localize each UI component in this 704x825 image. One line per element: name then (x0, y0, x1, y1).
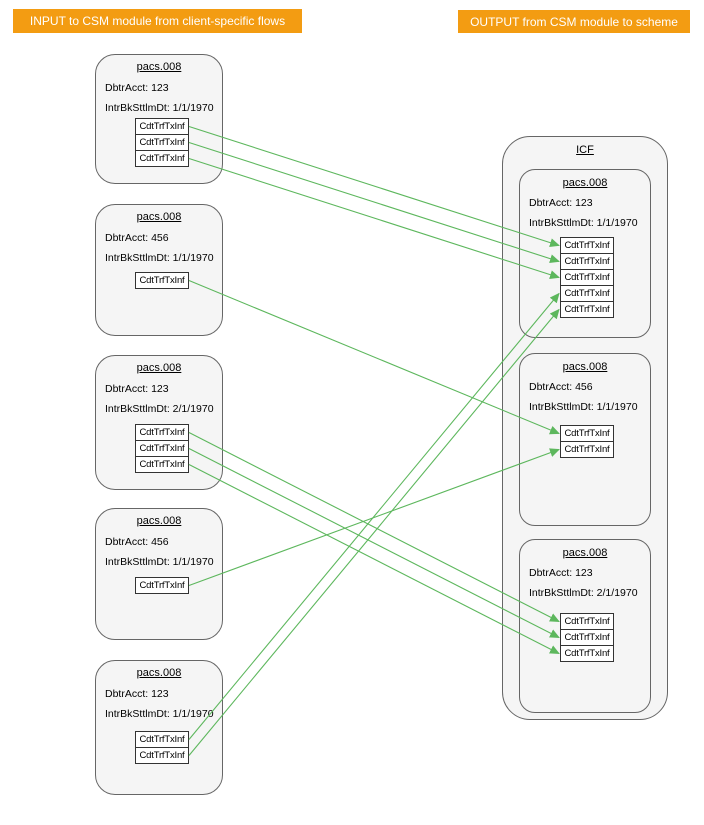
cdttrftxinf-box: CdtTrfTxInf (135, 731, 189, 748)
cdttrftxinf-box: CdtTrfTxInf (135, 747, 189, 764)
node-title: pacs.008 (136, 667, 182, 679)
dbtr-acct-field: DbtrAcct: 123 (529, 567, 593, 579)
cdttrftxinf-box: CdtTrfTxInf (560, 613, 614, 630)
cdttrftxinf-box: CdtTrfTxInf (135, 272, 189, 289)
pacs008-input-node-3: pacs.008 DbtrAcct: 123 IntrBkSttlmDt: 2/… (95, 355, 223, 490)
cdttrftxinf-box: CdtTrfTxInf (560, 285, 614, 302)
tx-slot-stack: CdtTrfTxInf CdtTrfTxInf CdtTrfTxInf (135, 118, 189, 167)
pacs008-input-node-2: pacs.008 DbtrAcct: 456 IntrBkSttlmDt: 1/… (95, 204, 223, 336)
cdttrftxinf-box: CdtTrfTxInf (560, 253, 614, 270)
dbtr-acct-field: DbtrAcct: 123 (105, 688, 169, 700)
tx-slot-stack: CdtTrfTxInf CdtTrfTxInf CdtTrfTxInf CdtT… (560, 237, 614, 318)
cdttrftxinf-box: CdtTrfTxInf (135, 150, 189, 167)
pacs008-output-node-2: pacs.008 DbtrAcct: 456 IntrBkSttlmDt: 1/… (519, 353, 651, 526)
node-title: pacs.008 (136, 211, 182, 223)
cdttrftxinf-box: CdtTrfTxInf (135, 424, 189, 441)
cdttrftxinf-box: CdtTrfTxInf (135, 456, 189, 473)
cdttrftxinf-box: CdtTrfTxInf (560, 269, 614, 286)
sttlm-dt-field: IntrBkSttlmDt: 1/1/1970 (105, 708, 214, 720)
tx-slot-stack: CdtTrfTxInf (135, 272, 189, 289)
pacs008-input-node-1: pacs.008 DbtrAcct: 123 IntrBkSttlmDt: 1/… (95, 54, 223, 184)
tx-slot-stack: CdtTrfTxInf CdtTrfTxInf CdtTrfTxInf (560, 613, 614, 662)
sttlm-dt-field: IntrBkSttlmDt: 2/1/1970 (105, 403, 214, 415)
node-title: pacs.008 (562, 177, 608, 189)
sttlm-dt-field: IntrBkSttlmDt: 1/1/1970 (529, 217, 638, 229)
pacs008-input-node-5: pacs.008 DbtrAcct: 123 IntrBkSttlmDt: 1/… (95, 660, 223, 795)
sttlm-dt-field: IntrBkSttlmDt: 1/1/1970 (105, 102, 214, 114)
node-title: pacs.008 (562, 547, 608, 559)
pacs008-output-node-1: pacs.008 DbtrAcct: 123 IntrBkSttlmDt: 1/… (519, 169, 651, 338)
cdttrftxinf-box: CdtTrfTxInf (560, 441, 614, 458)
cdttrftxinf-box: CdtTrfTxInf (135, 440, 189, 457)
cdttrftxinf-box: CdtTrfTxInf (560, 425, 614, 442)
sttlm-dt-field: IntrBkSttlmDt: 1/1/1970 (105, 252, 214, 264)
input-banner: INPUT to CSM module from client-specific… (13, 9, 302, 33)
tx-slot-stack: CdtTrfTxInf CdtTrfTxInf (135, 731, 189, 764)
sttlm-dt-field: IntrBkSttlmDt: 2/1/1970 (529, 587, 638, 599)
cdttrftxinf-box: CdtTrfTxInf (135, 118, 189, 135)
tx-slot-stack: CdtTrfTxInf CdtTrfTxInf (560, 425, 614, 458)
cdttrftxinf-box: CdtTrfTxInf (560, 629, 614, 646)
cdttrftxinf-box: CdtTrfTxInf (560, 237, 614, 254)
output-banner: OUTPUT from CSM module to scheme (458, 10, 690, 33)
sttlm-dt-field: IntrBkSttlmDt: 1/1/1970 (105, 556, 214, 568)
pacs008-output-node-3: pacs.008 DbtrAcct: 123 IntrBkSttlmDt: 2/… (519, 539, 651, 713)
icf-title: ICF (576, 144, 594, 156)
pacs008-input-node-4: pacs.008 DbtrAcct: 456 IntrBkSttlmDt: 1/… (95, 508, 223, 640)
tx-slot-stack: CdtTrfTxInf CdtTrfTxInf CdtTrfTxInf (135, 424, 189, 473)
sttlm-dt-field: IntrBkSttlmDt: 1/1/1970 (529, 401, 638, 413)
dbtr-acct-field: DbtrAcct: 456 (105, 232, 169, 244)
tx-slot-stack: CdtTrfTxInf (135, 577, 189, 594)
dbtr-acct-field: DbtrAcct: 123 (105, 82, 169, 94)
cdttrftxinf-box: CdtTrfTxInf (560, 645, 614, 662)
cdttrftxinf-box: CdtTrfTxInf (560, 301, 614, 318)
node-title: pacs.008 (136, 362, 182, 374)
dbtr-acct-field: DbtrAcct: 456 (105, 536, 169, 548)
node-title: pacs.008 (136, 515, 182, 527)
dbtr-acct-field: DbtrAcct: 456 (529, 381, 593, 393)
cdttrftxinf-box: CdtTrfTxInf (135, 134, 189, 151)
cdttrftxinf-box: CdtTrfTxInf (135, 577, 189, 594)
node-title: pacs.008 (562, 361, 608, 373)
icf-container: ICF pacs.008 DbtrAcct: 123 IntrBkSttlmDt… (502, 136, 668, 720)
node-title: pacs.008 (136, 61, 182, 73)
dbtr-acct-field: DbtrAcct: 123 (529, 197, 593, 209)
dbtr-acct-field: DbtrAcct: 123 (105, 383, 169, 395)
